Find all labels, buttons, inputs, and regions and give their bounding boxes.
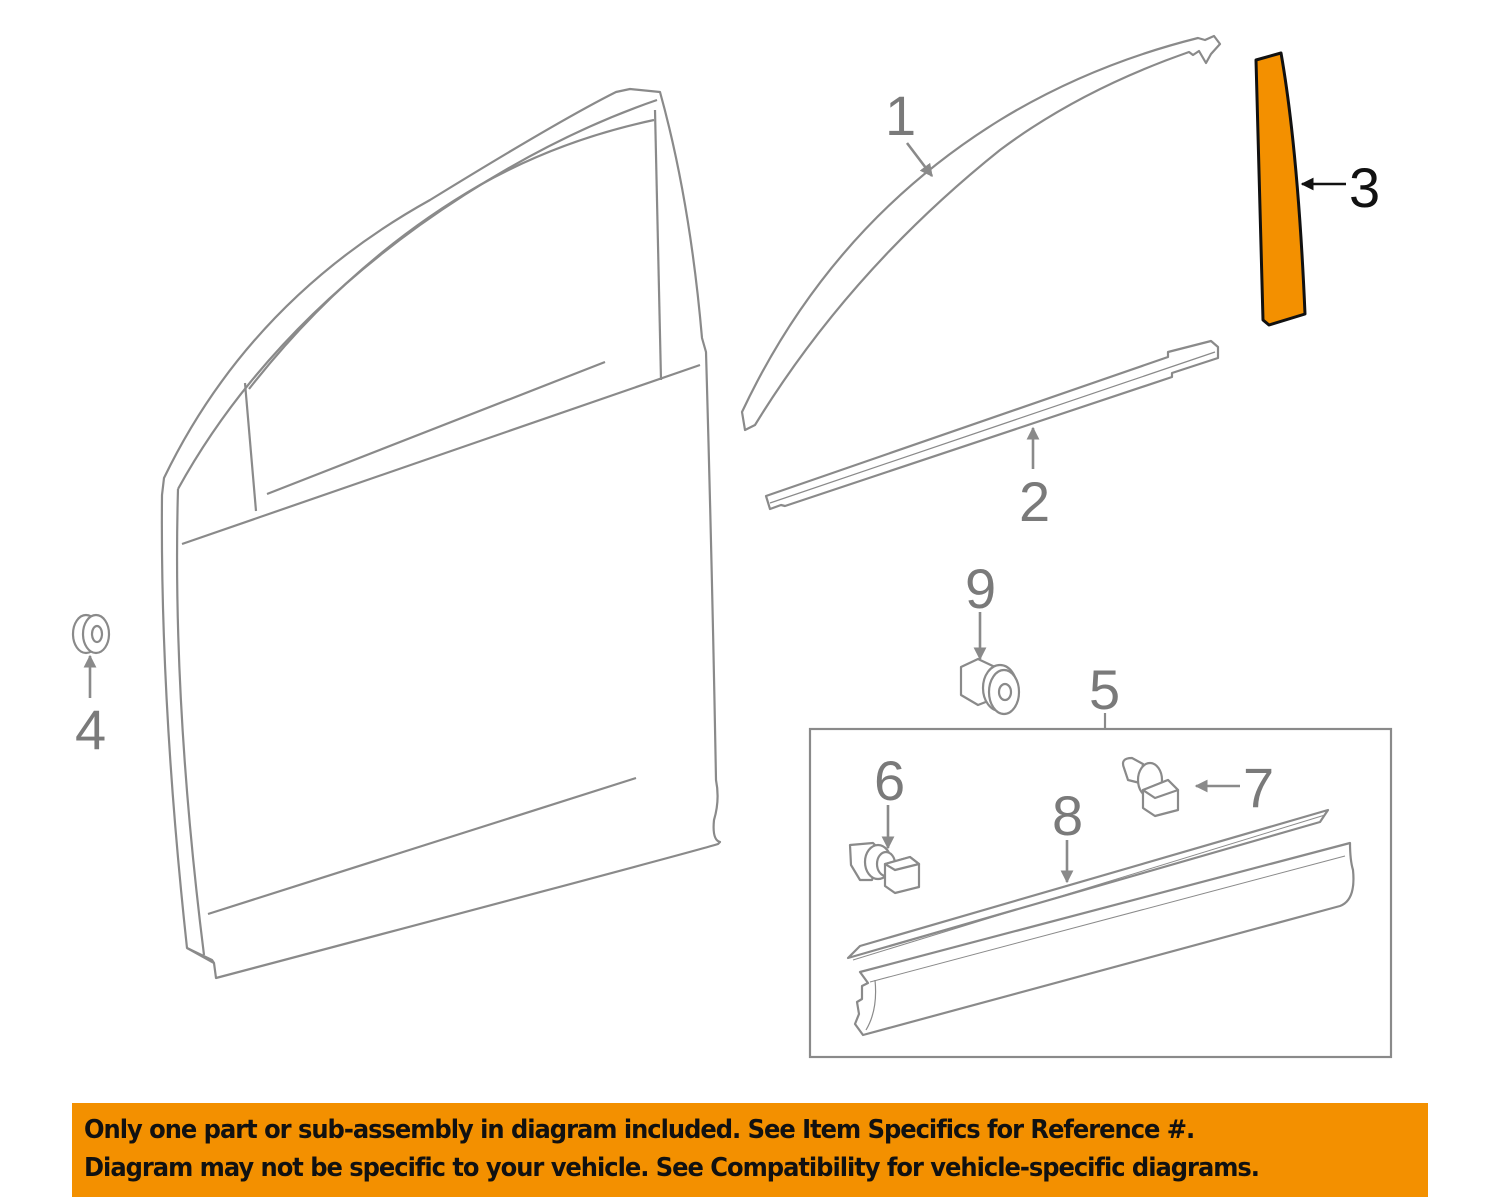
disclaimer-line-1: Only one part or sub-assembly in diagram… <box>84 1115 1195 1145</box>
part-5-group-box <box>808 713 1393 1059</box>
part-9-retainer <box>959 657 1021 716</box>
part-4-cushion <box>71 613 111 655</box>
disclaimer-banner: Only one part or sub-assembly in diagram… <box>72 1103 1428 1197</box>
part-2-belt-molding <box>764 339 1220 511</box>
callout-6: 6 <box>874 749 906 812</box>
callout-9: 9 <box>965 557 997 620</box>
part-3-applique-highlighted <box>1254 51 1307 327</box>
part-8-body-molding <box>846 808 1355 1037</box>
callout-4: 4 <box>75 698 107 761</box>
callout-7: 7 <box>1243 756 1275 819</box>
callout-8: 8 <box>1052 784 1084 847</box>
callout-5: 5 <box>1089 658 1121 721</box>
part-6-clip <box>848 841 921 895</box>
disclaimer-line-2: Diagram may not be specific to your vehi… <box>84 1153 1260 1183</box>
callout-2: 2 <box>1019 470 1051 533</box>
part-1-frame-molding <box>740 34 1222 432</box>
leader-arrows <box>83 142 1240 884</box>
callout-1: 1 <box>885 84 917 147</box>
front-door-shell <box>160 87 722 980</box>
callout-3: 3 <box>1349 156 1381 219</box>
part-7-clip <box>1121 756 1180 818</box>
